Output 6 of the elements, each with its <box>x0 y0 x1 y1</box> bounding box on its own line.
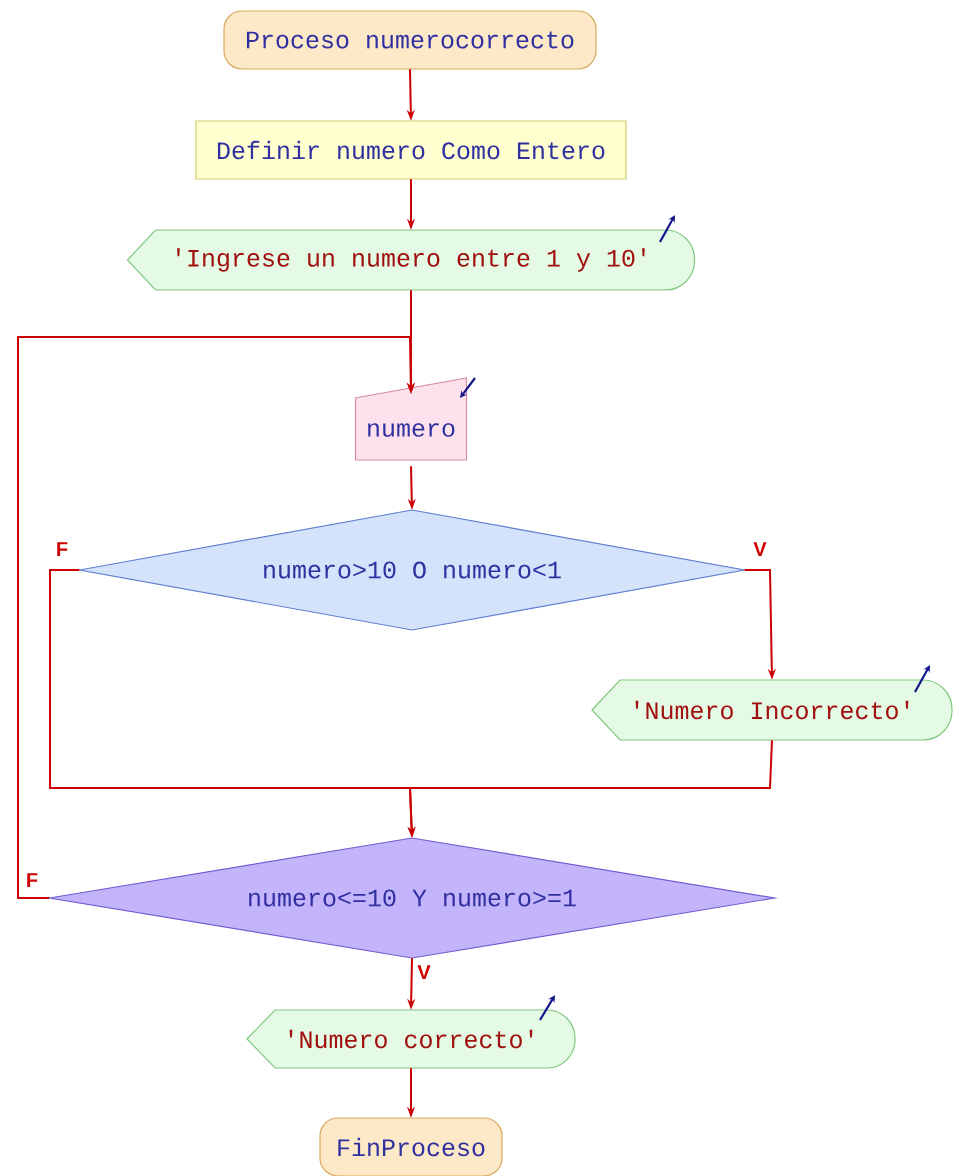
terminal-box: Proceso numerocorrecto <box>223 10 597 70</box>
process-box: Definir numero Como Entero <box>195 120 627 180</box>
arrow <box>17 336 415 899</box>
edge-label: V <box>752 541 768 557</box>
terminal-box: FinProceso <box>319 1117 503 1176</box>
edge-label: V <box>416 964 432 980</box>
